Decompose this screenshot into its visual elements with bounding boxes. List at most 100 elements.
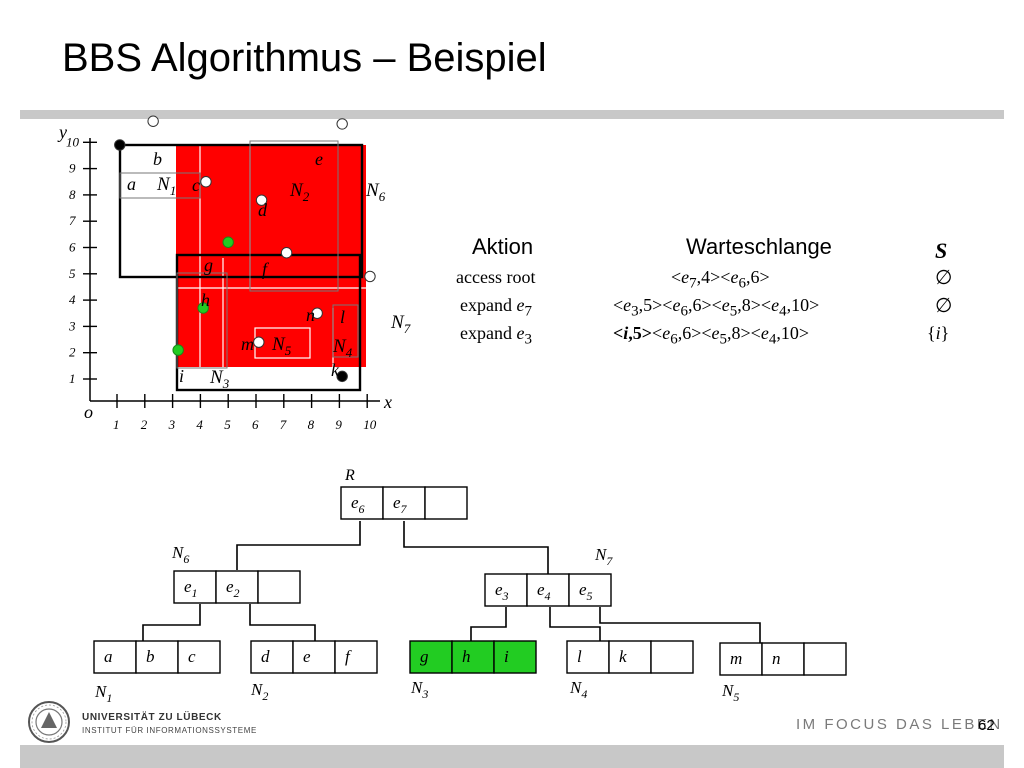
table-row-3-action: expand e3 (460, 323, 532, 348)
label-n5: N5 (271, 334, 292, 358)
tree-entry-b: b (146, 647, 155, 666)
x-tick-label: 1 (113, 417, 120, 432)
table-header-s: S (935, 238, 948, 263)
tree-entry-cell (215, 570, 259, 604)
tree-entry-cell (803, 642, 847, 676)
tree-entry-a: a (104, 647, 113, 666)
point-label-g: g (204, 255, 213, 275)
tree-entry-l: l (577, 647, 582, 666)
axis-ticks (83, 141, 368, 408)
tree-entry-cell (719, 642, 763, 676)
mbr-thin (119, 140, 359, 369)
tree-entry-cell (761, 642, 805, 676)
y-axis-label: y (57, 122, 67, 142)
x-axis-label: x (383, 392, 392, 412)
point-i (172, 344, 184, 356)
mbr-n6 (118, 143, 364, 279)
footer-bar (20, 745, 1004, 768)
x-tick-label: 6 (252, 417, 259, 432)
tree-n4-label: N4 (569, 678, 587, 701)
x-tick-label: 8 (308, 417, 315, 432)
point-d (255, 194, 268, 206)
table-row-1-s: ∅ (935, 267, 953, 289)
y-tick-label: 6 (69, 240, 76, 255)
point-a (114, 139, 126, 151)
point-label-b: b (153, 149, 162, 169)
tree-entry-e1: e1 (184, 577, 198, 600)
tree-n1-label: N1 (94, 682, 112, 705)
point-c (200, 176, 212, 188)
table-row-3-s: {i} (927, 323, 950, 343)
y-tick-label: 3 (68, 318, 76, 333)
y-tick-label: 8 (69, 187, 76, 202)
tree-entry-cell (451, 640, 495, 674)
point-l (364, 270, 376, 283)
table-row-3-queue: <i,5><e6,6><e5,8><e4,10> (613, 323, 809, 348)
tree-entry-cell (484, 573, 528, 607)
x-tick-label: 9 (335, 417, 342, 432)
label-n3: N3 (209, 367, 230, 391)
tree-root-label: R (344, 467, 355, 484)
tree-entry-cell (257, 570, 301, 604)
x-tick-label: 2 (141, 417, 148, 432)
tree-entry-cell (493, 640, 537, 674)
tree-entry-e6: e6 (351, 493, 365, 516)
axes (89, 138, 380, 402)
header-divider (20, 110, 1004, 119)
x-tick-label: 7 (280, 417, 287, 432)
tree-entry-e3: e3 (495, 580, 509, 603)
tree-entry-cell (334, 640, 378, 674)
tree-entry-cell (135, 640, 179, 674)
table-header-queue: Warteschlange (686, 234, 832, 259)
y-tick-label: 7 (69, 213, 76, 228)
tree-n6-label: N6 (171, 543, 189, 566)
tree-entry-cell (568, 573, 612, 607)
point-label-m: m (241, 334, 254, 354)
tree-entry-d: d (261, 647, 270, 666)
y-tick-label: 5 (69, 266, 76, 281)
point-m (253, 336, 265, 348)
y-tick-label: 2 (69, 345, 76, 360)
tree-entry-k: k (619, 647, 627, 666)
x-tick-label: 5 (224, 417, 231, 432)
point-label-k: k (331, 360, 340, 380)
point-label-i: i (179, 366, 184, 386)
tree-entry-cell (250, 640, 294, 674)
tree-entry-cell (382, 486, 426, 520)
tree-edges (142, 521, 761, 643)
university-seal-logo (28, 701, 70, 743)
university-name: UNIVERSITÄT ZU LÜBECK (82, 712, 222, 723)
tree-n5-label: N5 (721, 681, 739, 704)
point-label-h: h (201, 290, 210, 310)
label-n6: N6 (365, 180, 386, 204)
point-label-n: n (306, 305, 315, 325)
tree-entry-cell (177, 640, 221, 674)
institute-name: INSTITUT FÜR INFORMATIONSSYSTEME (82, 726, 257, 735)
point-f (280, 247, 293, 259)
tree-entry-i: i (504, 647, 509, 666)
tree-entry-cell (409, 640, 453, 674)
point-e (336, 118, 348, 130)
tree-entry-cell (292, 640, 336, 674)
y-tick-label: 1 (69, 371, 76, 386)
tree-entry-cell (650, 640, 694, 674)
table-row-1-action: access root (456, 267, 536, 287)
point-n (311, 307, 323, 319)
point-label-f: f (262, 259, 270, 279)
y-tick-label: 4 (69, 292, 76, 307)
table-header-action: Aktion (472, 234, 534, 259)
table-row-2-queue: <e3,5><e6,6><e5,8><e4,10> (613, 295, 820, 320)
point-label-d: d (258, 200, 268, 220)
label-n4: N4 (332, 336, 353, 360)
label-n1: N1 (156, 174, 176, 198)
table-row-2-action: expand e7 (460, 295, 532, 320)
